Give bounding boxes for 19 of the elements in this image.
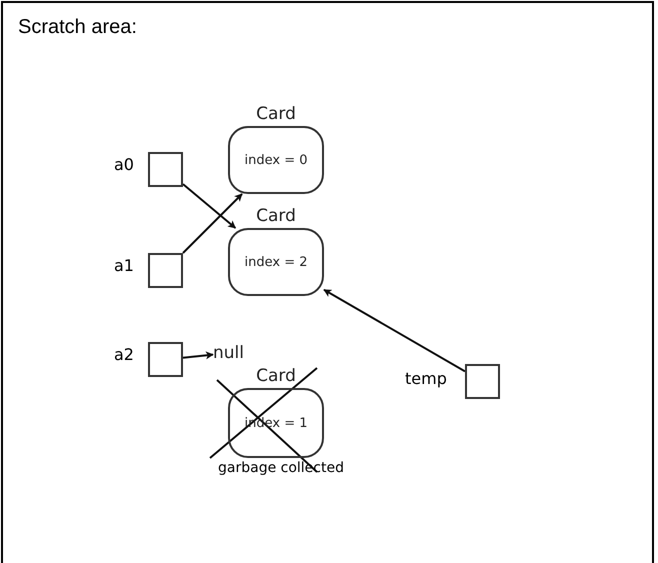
card-title: Card bbox=[255, 104, 297, 124]
variable-label: temp bbox=[405, 369, 447, 388]
field-text: index = 2 bbox=[244, 254, 308, 270]
reference-box bbox=[148, 253, 183, 288]
reference-box bbox=[465, 364, 500, 399]
card-title: Card bbox=[255, 366, 297, 386]
variable-label: a2 bbox=[114, 345, 134, 364]
arrow bbox=[182, 351, 214, 360]
field-text: index = 0 bbox=[244, 152, 308, 168]
variable-label: a1 bbox=[114, 256, 134, 275]
card-title: Card bbox=[255, 206, 297, 226]
variable-label: a0 bbox=[114, 155, 134, 174]
arrow bbox=[182, 193, 243, 254]
arrow bbox=[182, 183, 236, 229]
heading: Scratch area: bbox=[18, 16, 137, 39]
reference-box bbox=[148, 152, 183, 187]
null-text: null bbox=[213, 343, 244, 363]
arrow bbox=[323, 288, 466, 372]
reference-box bbox=[148, 342, 183, 377]
